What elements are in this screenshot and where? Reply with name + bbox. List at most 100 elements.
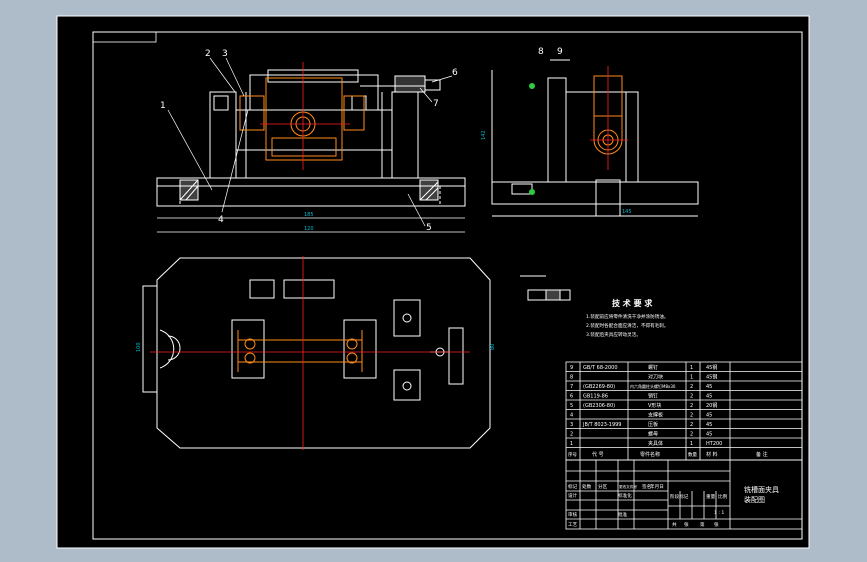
svg-text:夹具体: 夹具体	[648, 440, 663, 447]
svg-text:1: 1	[690, 365, 693, 371]
svg-text:2: 2	[690, 413, 693, 419]
svg-text:销钉: 销钉	[648, 393, 658, 400]
front-view-labels: 2 3 1 4 6 5 7	[160, 49, 458, 233]
bom-header-material: 材 料	[706, 451, 718, 458]
front-view-leaders	[157, 57, 465, 233]
side-view-labels: 8 9	[538, 47, 563, 57]
svg-text:20钢: 20钢	[706, 402, 717, 409]
svg-text:45: 45	[706, 384, 712, 390]
side-view-marks	[529, 83, 535, 195]
svg-text:比例: 比例	[718, 493, 728, 500]
balloon-5: 5	[426, 223, 432, 233]
svg-text:HT200: HT200	[706, 441, 722, 447]
svg-text:第: 第	[700, 521, 705, 528]
tech-requirements-title: 技 术 要 求	[612, 298, 653, 308]
detail-section	[520, 275, 571, 301]
svg-text:45: 45	[706, 432, 712, 438]
svg-text:GB/T 68-2000: GB/T 68-2000	[583, 365, 618, 371]
balloon-6: 6	[452, 68, 458, 78]
svg-text:年月日: 年月日	[650, 483, 664, 490]
svg-text:更改文件号: 更改文件号	[619, 484, 637, 489]
svg-text:9: 9	[570, 365, 573, 371]
side-view-dims: 142 145	[481, 130, 632, 215]
balloon-3: 3	[222, 49, 228, 59]
svg-text:2: 2	[690, 394, 693, 400]
dim-80: 80	[490, 344, 496, 350]
drawing-code-box	[92, 31, 157, 43]
svg-text:3: 3	[570, 422, 573, 428]
side-view	[491, 59, 699, 217]
dim-100: 100	[136, 342, 142, 352]
svg-text:处数: 处数	[582, 483, 592, 490]
top-view-centerlines	[150, 256, 470, 450]
title-block-drawing-subtitle: 装配图	[744, 495, 765, 504]
svg-text:45: 45	[706, 394, 712, 400]
svg-text:张: 张	[684, 521, 689, 528]
drawing-sheet	[56, 15, 810, 549]
bom-header-name: 零件名称	[640, 451, 660, 458]
svg-text:1: 1	[690, 375, 693, 381]
balloon-8: 8	[538, 47, 544, 57]
balloon-9: 9	[557, 47, 563, 57]
balloon-7: 7	[433, 99, 439, 109]
title-block-approve: 批准	[618, 511, 628, 518]
svg-text:签名: 签名	[642, 483, 651, 490]
tech-requirements: 技 术 要 求 1.装配前应将零件清洗干净并涂防锈油。 2.装配时各配合面应清洁…	[586, 298, 668, 338]
title-block	[565, 459, 803, 530]
title-block-scale: 1 : 1	[714, 510, 724, 516]
svg-text:8: 8	[570, 375, 573, 381]
top-view-dims: 100 80	[136, 342, 496, 352]
bom-header-code: 代 号	[592, 451, 604, 458]
svg-text:2: 2	[690, 432, 693, 438]
title-block-label-design: 设计	[568, 492, 578, 499]
svg-text:GB119-86: GB119-86	[583, 394, 608, 400]
svg-text:7: 7	[570, 384, 573, 390]
title-block-label-review: 审核	[568, 511, 578, 518]
bom-header-seq: 序号	[568, 451, 577, 458]
tech-requirement-2: 2.装配时各配合面应清洁，不得有毛刺。	[586, 322, 668, 329]
svg-text:2: 2	[570, 432, 573, 438]
bom-table	[565, 361, 803, 461]
svg-text:1: 1	[570, 441, 573, 447]
front-view-dims: 185 120	[304, 212, 314, 232]
balloon-1: 1	[160, 101, 166, 111]
drawing-border	[92, 31, 803, 540]
svg-text:6: 6	[570, 394, 573, 400]
svg-text:张: 张	[714, 521, 719, 528]
dim-185: 185	[304, 212, 314, 218]
svg-text:1: 1	[690, 441, 693, 447]
svg-text:45: 45	[706, 422, 712, 428]
bom-header-remark: 备 注	[756, 451, 768, 458]
svg-text:螺钉: 螺钉	[648, 364, 658, 371]
svg-text:螺母: 螺母	[648, 431, 658, 438]
dim-120: 120	[304, 226, 314, 232]
top-view	[142, 257, 491, 449]
title-block-text: 铣槽面夹具 装配图 标记 设计 审核 工艺 处数 分区 更改文件号 签名 年月日…	[568, 483, 779, 528]
top-view-part-orange	[237, 330, 363, 372]
svg-text:5: 5	[570, 403, 573, 409]
svg-text:共: 共	[672, 521, 677, 528]
svg-text:阶段标记: 阶段标记	[670, 493, 689, 500]
svg-text:V形块: V形块	[648, 402, 661, 409]
svg-text:(GB2306-80): (GB2306-80)	[583, 403, 615, 409]
front-view-centerlines	[260, 62, 350, 170]
side-view-centerlines	[590, 66, 628, 170]
bom-rows: 9 GB/T 68-2000 螺钉 1 45钢 8 对刀块 1 45钢 7 (G…	[568, 364, 768, 458]
tech-requirement-3: 3.装配后夹具应转动灵活。	[586, 331, 641, 338]
svg-text:压板: 压板	[648, 421, 658, 428]
svg-text:45钢: 45钢	[706, 374, 717, 381]
bom-header-qty: 数量	[688, 451, 697, 458]
svg-text:2: 2	[690, 403, 693, 409]
title-block-drawing-title: 铣槽面夹具	[744, 485, 779, 494]
svg-text:对刀块: 对刀块	[648, 374, 663, 381]
balloon-4: 4	[218, 215, 224, 225]
front-view	[156, 69, 466, 207]
svg-text:2: 2	[690, 384, 693, 390]
title-block-std: 标准化	[618, 492, 632, 499]
svg-text:(GB2269-80): (GB2269-80)	[583, 384, 615, 390]
dim-142: 142	[481, 130, 487, 140]
svg-text:支撑板: 支撑板	[648, 412, 663, 419]
dim-145: 145	[622, 209, 632, 215]
title-block-label-process: 工艺	[568, 522, 578, 528]
